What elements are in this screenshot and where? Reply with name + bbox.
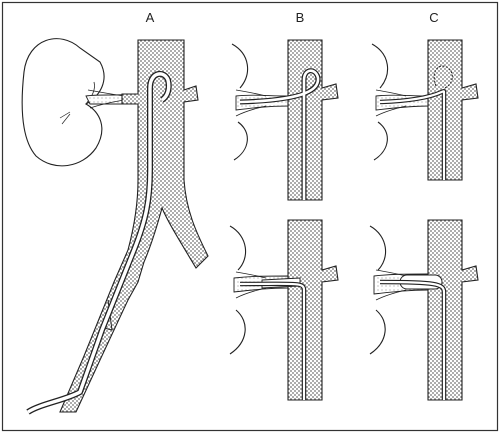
panel-d: D [229, 219, 339, 401]
panel-e: E [369, 219, 479, 401]
kidney-edge-d [229, 225, 247, 355]
kidney-edge-c [371, 43, 389, 161]
aorta-a [59, 39, 209, 413]
aorta-b [287, 39, 339, 201]
panel-label-a: A [146, 10, 155, 25]
panel-c: C [371, 10, 479, 181]
panel-a: A [21, 10, 209, 415]
aorta-c [427, 39, 479, 181]
guidewire-loop-c [433, 65, 453, 89]
panel-b: B [231, 10, 339, 201]
panel-label-b: B [296, 10, 305, 25]
kidney-edge-b [231, 43, 249, 161]
kidney-edge-e [369, 225, 387, 355]
panel-label-c: C [429, 10, 438, 25]
